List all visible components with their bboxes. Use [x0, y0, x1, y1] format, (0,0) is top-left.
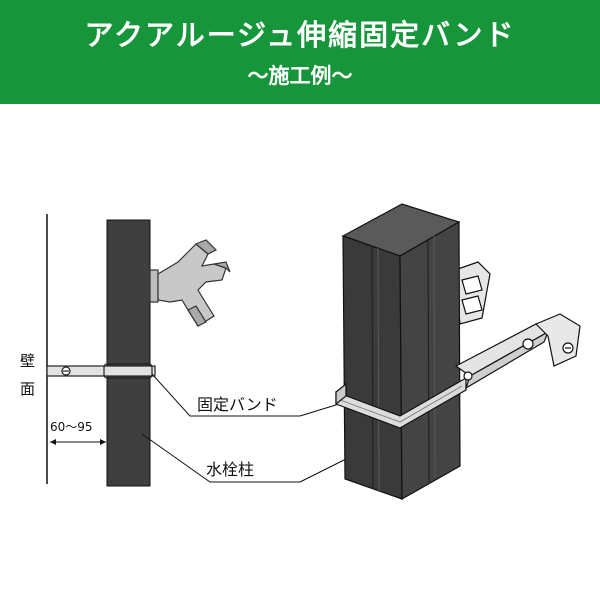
post-leader [141, 433, 300, 483]
wall-label-2: 面 [20, 380, 35, 398]
dimension-label: 60〜95 [50, 420, 93, 434]
perspective-view [335, 203, 581, 501]
band-leader [151, 373, 300, 417]
band-side [46, 363, 156, 379]
faucet-icon [149, 239, 231, 327]
page-subtitle: 〜施工例〜 [247, 64, 353, 88]
post-label: 水栓柱 [206, 460, 254, 479]
extension-arm [454, 323, 550, 377]
header-banner: アクアルージュ伸縮固定バンド 〜施工例〜 [0, 0, 600, 104]
band-label: 固定バンド [197, 395, 278, 414]
post-side [106, 219, 151, 487]
installation-diagram: 壁 面 60〜95 [0, 104, 600, 600]
post-face-right [399, 220, 461, 501]
faucet-bracket-icon [454, 261, 491, 325]
side-view: 壁 面 60〜95 [20, 214, 300, 487]
post-leader-3d [299, 455, 353, 483]
page-title: アクアルージュ伸縮固定バンド [84, 18, 516, 52]
wall-label-1: 壁 [20, 352, 35, 370]
